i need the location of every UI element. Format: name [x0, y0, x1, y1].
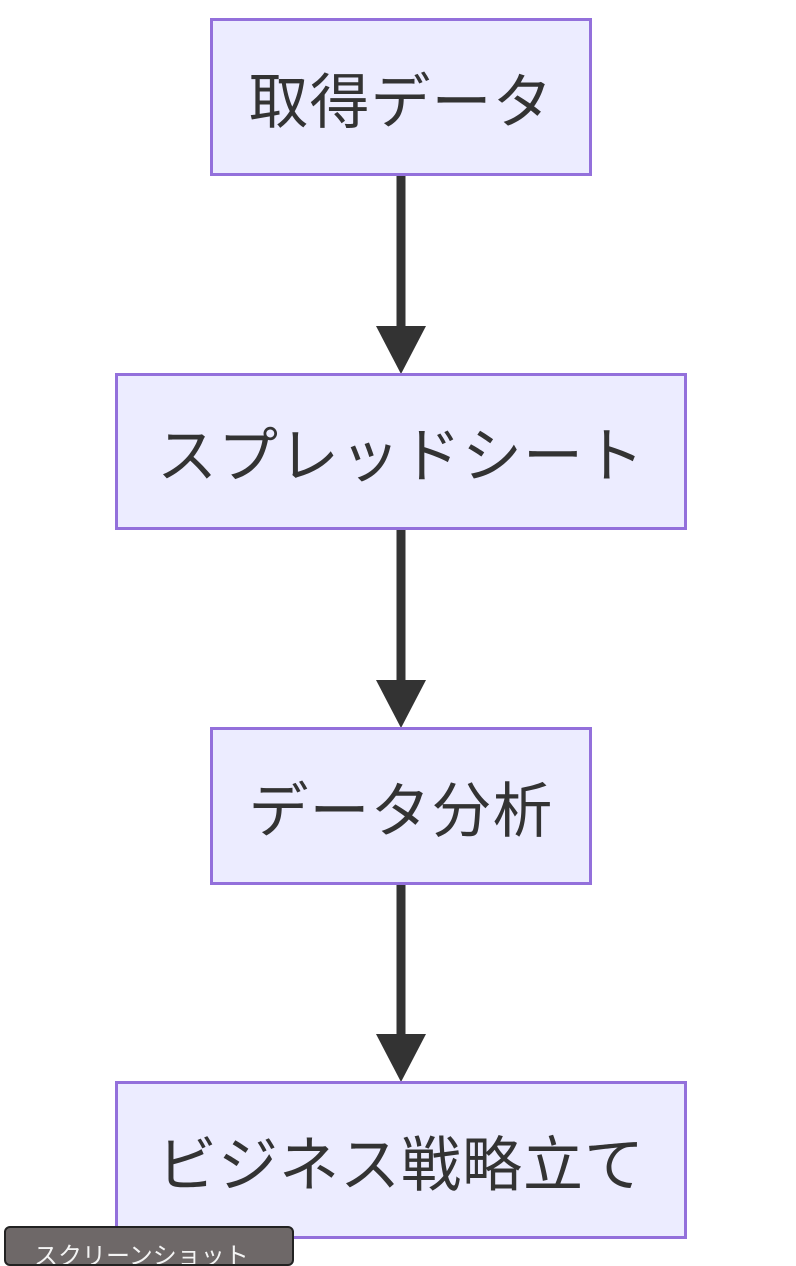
edge-n1-n2: [376, 176, 426, 374]
node-data-analysis[interactable]: データ分析: [210, 727, 592, 885]
node-label: 取得データ: [248, 67, 554, 138]
node-label: ビジネス戦略立て: [157, 1130, 645, 1201]
node-acquired-data[interactable]: 取得データ: [210, 18, 592, 176]
arrowhead: [376, 1034, 426, 1082]
node-label: データ分析: [248, 776, 554, 847]
tooltip-label: スクリーンショット: [34, 1242, 249, 1266]
edge-n3-n4: [376, 885, 426, 1082]
arrowhead: [376, 326, 426, 374]
screenshot-tooltip: スクリーンショット: [4, 1226, 294, 1266]
node-spreadsheet[interactable]: スプレッドシート: [115, 373, 687, 530]
node-business-strategy[interactable]: ビジネス戦略立て: [115, 1081, 687, 1239]
node-label: スプレッドシート: [157, 422, 645, 492]
edge-n2-n3: [376, 530, 426, 728]
arrowhead: [376, 680, 426, 728]
